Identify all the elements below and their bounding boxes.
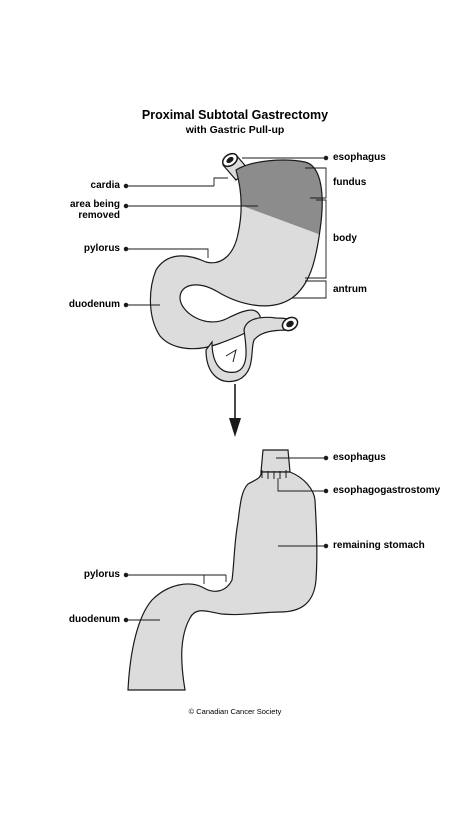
diagram-title: Proximal Subtotal Gastrectomy [141, 108, 329, 122]
label-pylorus: pylorus [83, 243, 120, 254]
esophagus-after [260, 449, 291, 473]
label-esophagogastrostomy: esophagogastrostomy [333, 485, 441, 496]
label-area-removed-1: area being [69, 199, 120, 210]
label-antrum: antrum [333, 284, 367, 295]
label-esophagus: esophagus [333, 152, 386, 163]
diagram-subtitle: with Gastric Pull-up [185, 124, 285, 136]
copyright-credit: © Canadian Cancer Society [188, 707, 282, 716]
leaders-right-before [242, 155, 329, 161]
label-remaining-stomach: remaining stomach [333, 540, 425, 551]
label-body: body [333, 233, 357, 244]
down-arrow-icon [229, 384, 241, 437]
leaders-left-after [123, 572, 227, 623]
label-duodenum-after: duodenum [68, 614, 120, 625]
staple-marks [261, 470, 287, 479]
label-cardia: cardia [90, 180, 120, 191]
remaining-stomach [127, 471, 318, 691]
label-area-removed-2: removed [78, 210, 120, 221]
brackets-right [292, 167, 327, 299]
label-esophagus-after: esophagus [333, 452, 386, 463]
label-fundus: fundus [333, 177, 367, 188]
label-duodenum: duodenum [68, 299, 120, 310]
leaders-right-after [276, 455, 329, 549]
label-pylorus-after: pylorus [83, 569, 120, 580]
leaders-left-before [123, 177, 258, 308]
